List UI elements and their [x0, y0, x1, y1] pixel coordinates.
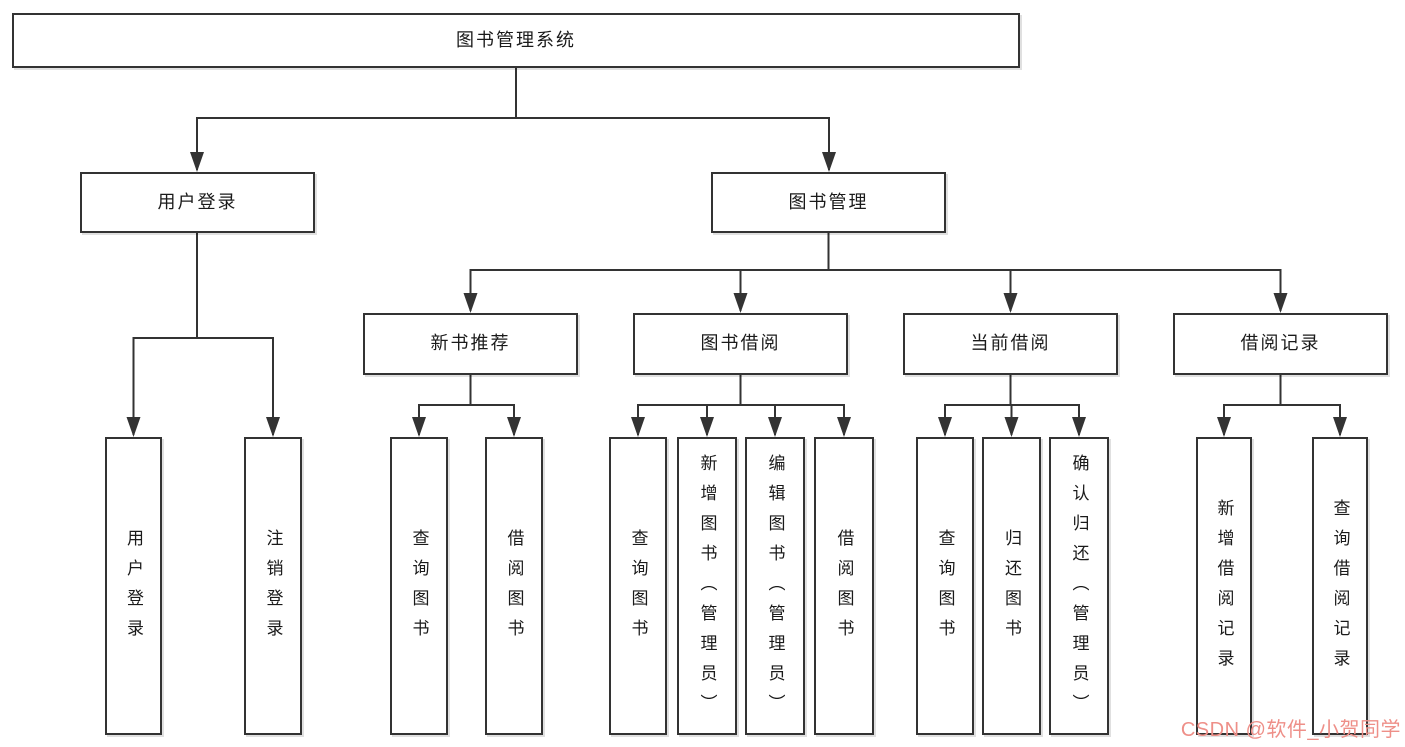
node-search-borrow-record: 查询借阅记录 [1312, 437, 1368, 735]
node-label: 用户登录 [124, 529, 143, 649]
node-label: 注销登录 [263, 529, 283, 649]
node-label: 借阅图书 [504, 529, 524, 649]
node-label: 编辑图书（管理员） [765, 454, 785, 724]
node-user-login-action: 用户登录 [105, 437, 162, 735]
node-label: 图书管理 [788, 191, 869, 212]
node-edit-book-admin: 编辑图书（管理员） [745, 437, 805, 735]
node-borrow-records: 借阅记录 [1173, 313, 1388, 375]
node-label: 查询借阅记录 [1330, 499, 1350, 679]
node-label: 归还图书 [1002, 529, 1021, 649]
node-label: 查询图书 [409, 529, 429, 649]
node-label: 当前借阅 [970, 333, 1051, 354]
node-return-book: 归还图书 [982, 437, 1041, 735]
node-label: 新书推荐 [430, 333, 511, 354]
edge-user-login-to-children [126, 233, 280, 437]
node-label: 新增借阅记录 [1214, 499, 1234, 679]
node-borrowing-search-books: 查询图书 [609, 437, 667, 735]
node-logout: 注销登录 [244, 437, 302, 735]
edge-new-book-rec-to-children [412, 375, 521, 437]
edge-book-management-to-level3 [463, 233, 1288, 313]
node-label: 查询图书 [935, 529, 955, 649]
node-rec-borrow-books: 借阅图书 [485, 437, 543, 735]
node-label: 查询图书 [628, 529, 648, 649]
node-add-book-admin: 新增图书（管理员） [677, 437, 737, 735]
node-current-search-books: 查询图书 [916, 437, 974, 735]
node-label: 借阅图书 [834, 529, 854, 649]
node-label: 确认归还（管理员） [1069, 454, 1089, 724]
node-library-management-system: 图书管理系统 [12, 13, 1020, 68]
node-book-borrowing: 图书借阅 [633, 313, 848, 375]
node-label: 借阅记录 [1240, 333, 1321, 354]
node-label: 新增图书（管理员） [697, 454, 717, 724]
csdn-watermark: CSDN @软件_小贺同学 [1180, 719, 1401, 741]
node-add-borrow-record: 新增借阅记录 [1196, 437, 1252, 735]
edge-current-borrowing-to-children [938, 375, 1086, 437]
node-book-management: 图书管理 [711, 172, 946, 233]
node-current-borrowing: 当前借阅 [903, 313, 1118, 375]
node-new-book-recommendation: 新书推荐 [363, 313, 578, 375]
edge-book-borrowing-to-children [631, 375, 851, 437]
edge-borrow-records-to-children [1217, 375, 1347, 437]
node-user-login: 用户登录 [80, 172, 315, 233]
node-label: 图书借阅 [700, 333, 781, 354]
edge-root-to-level2 [190, 68, 836, 172]
node-rec-search-books: 查询图书 [390, 437, 448, 735]
node-label: 图书管理系统 [456, 29, 576, 50]
node-confirm-return-admin: 确认归还（管理员） [1049, 437, 1109, 735]
node-label: 用户登录 [157, 191, 238, 212]
node-borrowing-borrow-books: 借阅图书 [814, 437, 874, 735]
